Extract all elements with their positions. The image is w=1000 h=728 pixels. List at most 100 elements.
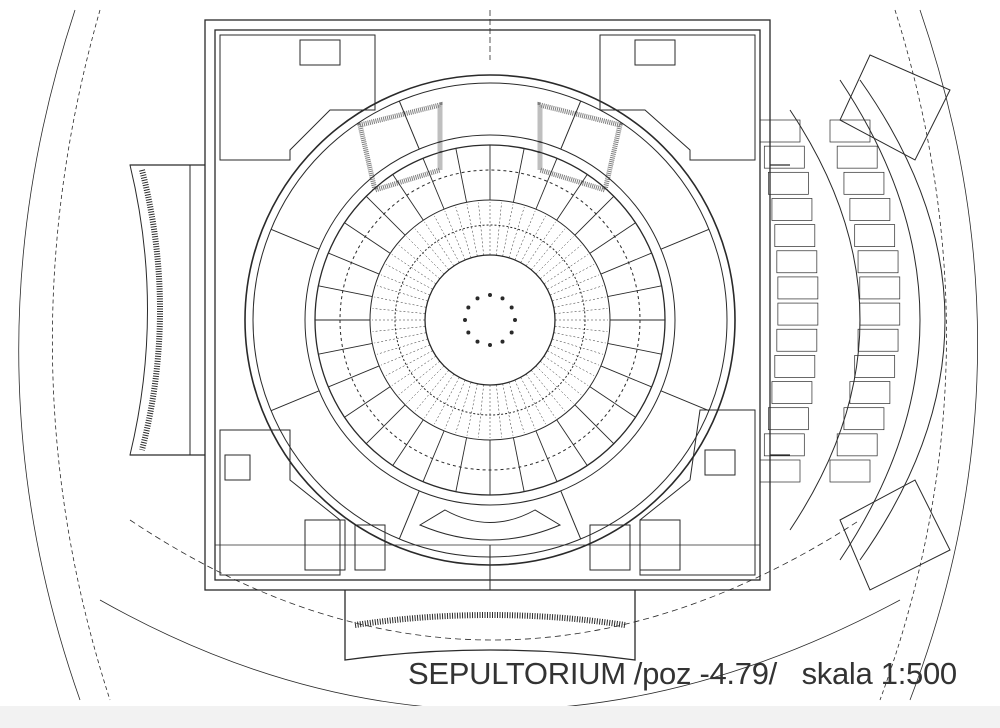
plan-line — [535, 236, 574, 275]
parking-bay — [776, 250, 818, 274]
plan-line — [328, 365, 380, 388]
plan-line — [547, 264, 595, 290]
plan-line — [543, 355, 589, 386]
plan-line — [391, 254, 437, 285]
plan-line — [422, 430, 445, 482]
plan-line — [552, 285, 603, 302]
parking-bays — [759, 119, 901, 483]
plan-line — [444, 210, 466, 261]
plan-line — [574, 195, 615, 236]
plan-line — [512, 437, 525, 492]
parking-bay — [857, 250, 899, 274]
column-dot — [488, 293, 492, 297]
plan-line — [424, 373, 455, 419]
corner-cores — [215, 34, 760, 590]
parking-bay — [759, 119, 801, 143]
plan-line — [377, 285, 428, 302]
plan-line — [553, 332, 606, 344]
plan-line — [380, 274, 431, 296]
plan-line — [512, 148, 525, 203]
plan-line — [414, 228, 449, 270]
plan-line — [543, 254, 589, 285]
column-dot — [500, 296, 505, 301]
parking-bay — [774, 355, 816, 378]
plan-line — [466, 383, 478, 436]
parking-bay — [836, 433, 878, 457]
drawing-level: /poz -4.79/ — [633, 656, 777, 691]
plan-line — [514, 210, 536, 261]
plan-line — [607, 285, 662, 298]
plan-line — [455, 148, 468, 203]
plan-line — [589, 222, 636, 254]
parking-bay — [829, 459, 871, 483]
left-stand — [129, 164, 206, 456]
plan-line — [535, 158, 558, 210]
plan-line — [270, 390, 320, 412]
plan-line — [553, 296, 606, 308]
plan-line — [535, 365, 574, 404]
parking-bay — [854, 355, 896, 378]
parking-bay — [763, 433, 805, 457]
plan-line — [607, 342, 662, 355]
parking-bay — [771, 381, 813, 404]
plan-line — [556, 419, 588, 466]
plan-line — [540, 244, 582, 279]
plan-line — [556, 174, 588, 221]
parking-bay — [777, 302, 819, 326]
plan-line — [525, 373, 556, 419]
parking-bay — [768, 171, 809, 195]
plan-line — [531, 228, 566, 270]
column-dot — [488, 343, 492, 347]
plan-line — [406, 236, 445, 275]
paper-edge — [0, 706, 1000, 728]
parking-bay — [768, 407, 809, 431]
plan-line — [560, 490, 582, 540]
plan-line — [455, 382, 472, 433]
parking-bay — [759, 459, 801, 483]
plan-line — [398, 361, 440, 396]
parking-bay — [763, 145, 805, 169]
plan-line — [398, 490, 420, 540]
plan-line — [508, 207, 525, 258]
column-dot — [475, 296, 480, 301]
plan-line — [406, 365, 445, 404]
plan-line — [385, 264, 433, 290]
rotunda — [244, 74, 736, 566]
parking-bay — [776, 328, 818, 352]
plan-line — [496, 202, 502, 256]
drawing-title: SEPULTORIUM — [408, 656, 626, 691]
plan-line — [520, 377, 546, 425]
plan-line — [502, 204, 514, 257]
drawing-scale: skala 1:500 — [801, 656, 958, 691]
parking-bay — [843, 171, 885, 195]
plan-line — [549, 274, 600, 296]
plan-line — [525, 221, 556, 267]
parking-bay — [854, 224, 896, 247]
parking-bay — [859, 276, 901, 300]
plan-line — [554, 326, 608, 332]
plan-line — [455, 437, 468, 492]
building-outline — [130, 19, 790, 661]
plan-line — [414, 370, 449, 412]
plan-line — [385, 350, 433, 376]
plan-line — [535, 430, 558, 482]
plan-line — [398, 100, 420, 150]
plan-line — [547, 350, 595, 376]
column-dot — [463, 318, 467, 322]
plan-line — [444, 379, 466, 430]
column-dot — [466, 305, 471, 310]
plan-line — [434, 215, 460, 263]
parking-bay — [774, 224, 816, 247]
parking-bay — [829, 119, 871, 143]
plan-line — [466, 204, 478, 257]
plan-line — [531, 370, 566, 412]
plan-line — [374, 296, 427, 308]
plan-line — [589, 386, 636, 418]
right-wing — [789, 54, 951, 591]
plan-line — [600, 252, 652, 275]
plan-line — [344, 222, 391, 254]
plan-line — [318, 342, 373, 355]
plan-line — [502, 383, 514, 436]
parking-bay — [836, 145, 878, 169]
